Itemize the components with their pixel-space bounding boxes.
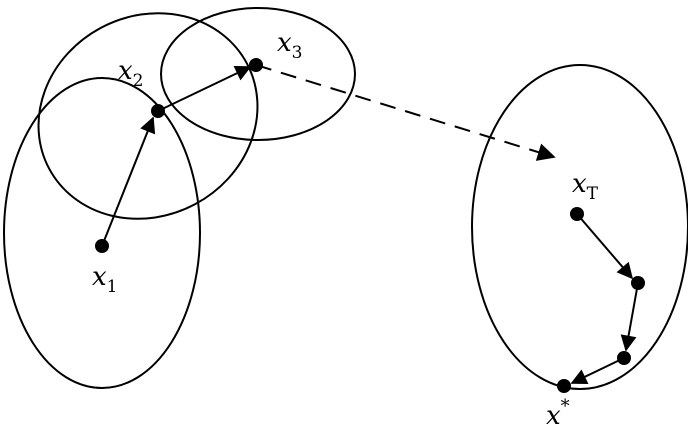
label-x3: x3 xyxy=(277,28,303,63)
label-xstar: x* xyxy=(546,396,570,430)
label-x2: x2 xyxy=(118,56,144,91)
node-x1 xyxy=(95,239,109,253)
node-step2 xyxy=(617,351,631,365)
edge-step2-xstar xyxy=(570,357,625,384)
edge-xT-step1 xyxy=(576,213,634,280)
region-final-ellipse xyxy=(471,64,688,390)
node-xT xyxy=(570,207,584,221)
edge-x1-x2 xyxy=(101,116,156,247)
edge-step1-step2 xyxy=(620,282,639,352)
label-x1: x1 xyxy=(92,262,118,297)
node-x2 xyxy=(151,104,165,118)
node-xstar xyxy=(557,379,571,393)
region-x2-ellipse xyxy=(37,12,259,220)
edge-x2-x3 xyxy=(157,65,252,112)
node-x3 xyxy=(249,58,263,72)
region-x3-ellipse xyxy=(160,7,356,141)
edge-x3-xT-dashed xyxy=(255,64,556,161)
node-step1 xyxy=(631,276,645,290)
region-x1-ellipse xyxy=(3,77,201,389)
label-xT: xT xyxy=(572,169,599,204)
